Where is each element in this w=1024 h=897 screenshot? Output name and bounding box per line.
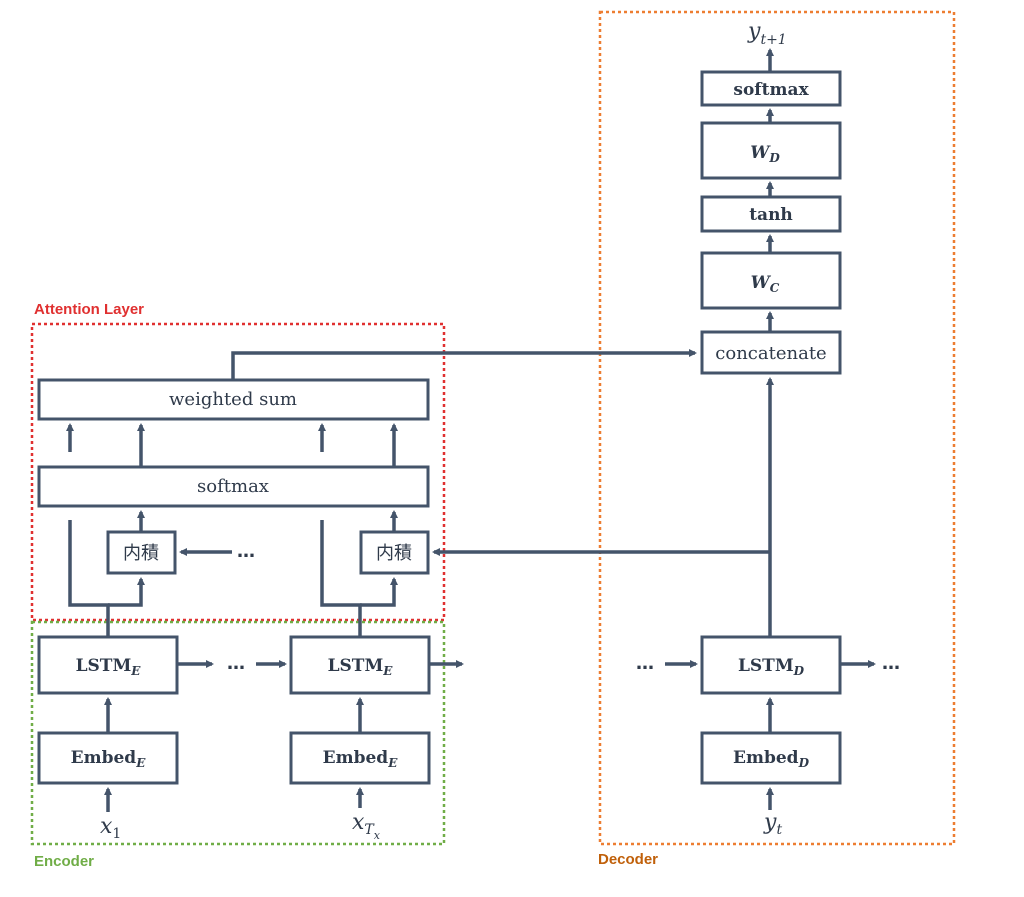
input-xT: xTx <box>352 810 381 842</box>
dec-softmax-text: softmax <box>733 80 809 100</box>
tanh-text: tanh <box>749 205 793 225</box>
enc1-to-attn <box>68 520 110 637</box>
embed-e-text-1: EmbedE <box>71 748 147 770</box>
enc1-to-dot1 <box>108 577 145 607</box>
dot-product-text-1: 内積 <box>123 543 159 564</box>
embed-e-box-2 <box>289 731 431 785</box>
embed-d-text: EmbedD <box>733 748 810 770</box>
attention-layer-label: Attention Layer <box>34 301 144 318</box>
attn-softmax-text: softmax <box>197 476 269 497</box>
dec-dots-left: … <box>636 653 654 674</box>
encoder-dots: … <box>227 653 245 674</box>
lstm-e-box-1 <box>37 635 179 695</box>
input-x1: x1 <box>100 814 121 842</box>
dot-product-box-1 <box>106 530 177 575</box>
concatenate-text: concatenate <box>715 343 826 364</box>
output-y-t1: yt+1 <box>747 19 787 48</box>
wd-text: WD <box>750 143 780 165</box>
decoder-label: Decoder <box>598 851 658 868</box>
wc-text: WC <box>751 273 780 295</box>
attention-layer-frame <box>30 322 446 622</box>
input-y-t: yt <box>763 810 782 838</box>
lstm-d-text: LSTMD <box>738 656 805 678</box>
wc-box <box>700 251 842 310</box>
lstm-e-text-2: LSTME <box>328 656 394 678</box>
dec-softmax-box <box>700 70 842 107</box>
lstm-e-text-1: LSTME <box>76 656 142 678</box>
embed-e-text-2: EmbedE <box>323 748 399 770</box>
attn-dots: … <box>237 541 255 562</box>
attn-softmax-box <box>37 465 430 508</box>
ws-to-concat <box>231 349 697 380</box>
concatenate-box <box>700 330 842 375</box>
encoder-frame <box>30 620 446 846</box>
encoder-label: Encoder <box>34 853 94 870</box>
tanh-box <box>700 195 842 233</box>
dec-dots-right: … <box>882 653 900 674</box>
enc2-to-attn <box>320 520 362 637</box>
wd-box <box>700 121 842 180</box>
weighted-sum-box <box>37 378 430 421</box>
decoder-frame <box>598 10 956 846</box>
enc2-to-dot2 <box>360 577 398 607</box>
embed-d-box <box>700 731 842 785</box>
lstm-d-box <box>700 635 842 695</box>
weighted-sum-text: weighted sum <box>169 389 297 410</box>
dot-product-text-2: 内積 <box>376 543 412 564</box>
